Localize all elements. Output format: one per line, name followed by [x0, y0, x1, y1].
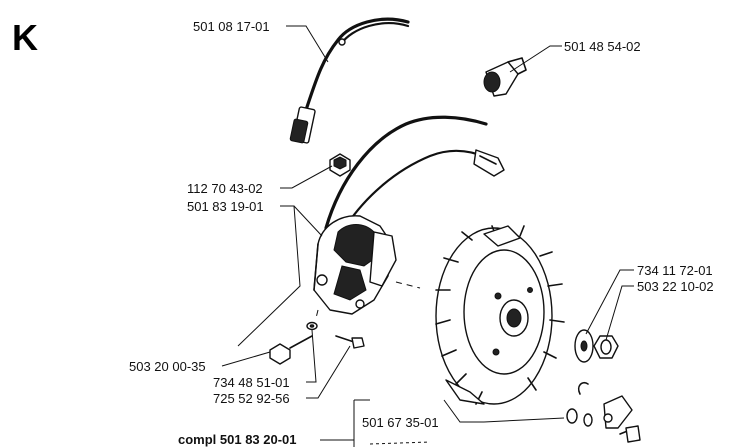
long-bolt-part — [335, 335, 365, 349]
small-nut-part — [329, 153, 351, 177]
label-flywheel: 501 67 35-01 — [362, 415, 439, 430]
label-ignition-module: 501 83 19-01 — [187, 199, 264, 214]
spark-cable-part — [289, 17, 410, 144]
label-complete-assembly: compl 501 83 20-01 — [178, 432, 297, 447]
label-spark-cable: 501 08 17-01 — [193, 19, 270, 34]
label-plug-cap: 501 48 54-02 — [564, 39, 641, 54]
module-wires — [324, 115, 505, 230]
label-flywheel-washer: 734 11 72-01 — [637, 263, 713, 278]
label-module-screw: 503 20 00-35 — [129, 359, 206, 374]
plug-cap-part — [483, 57, 527, 97]
label-long-bolt: 725 52 92-56 — [213, 391, 290, 406]
starter-pawl-parts — [566, 381, 641, 443]
flywheel-washer-part — [574, 329, 594, 363]
module-screw-part — [269, 335, 313, 365]
label-small-nut: 112 70 43-02 — [187, 181, 263, 196]
label-flywheel-nut: 503 22 10-02 — [637, 279, 714, 294]
small-washer-part — [306, 321, 318, 331]
ignition-module-part — [313, 215, 397, 315]
label-small-washer: 734 48 51-01 — [213, 375, 290, 390]
leader-lines — [221, 25, 634, 447]
flywheel-nut-part — [593, 335, 619, 359]
flywheel-part — [435, 225, 565, 405]
section-letter: K — [12, 17, 38, 58]
